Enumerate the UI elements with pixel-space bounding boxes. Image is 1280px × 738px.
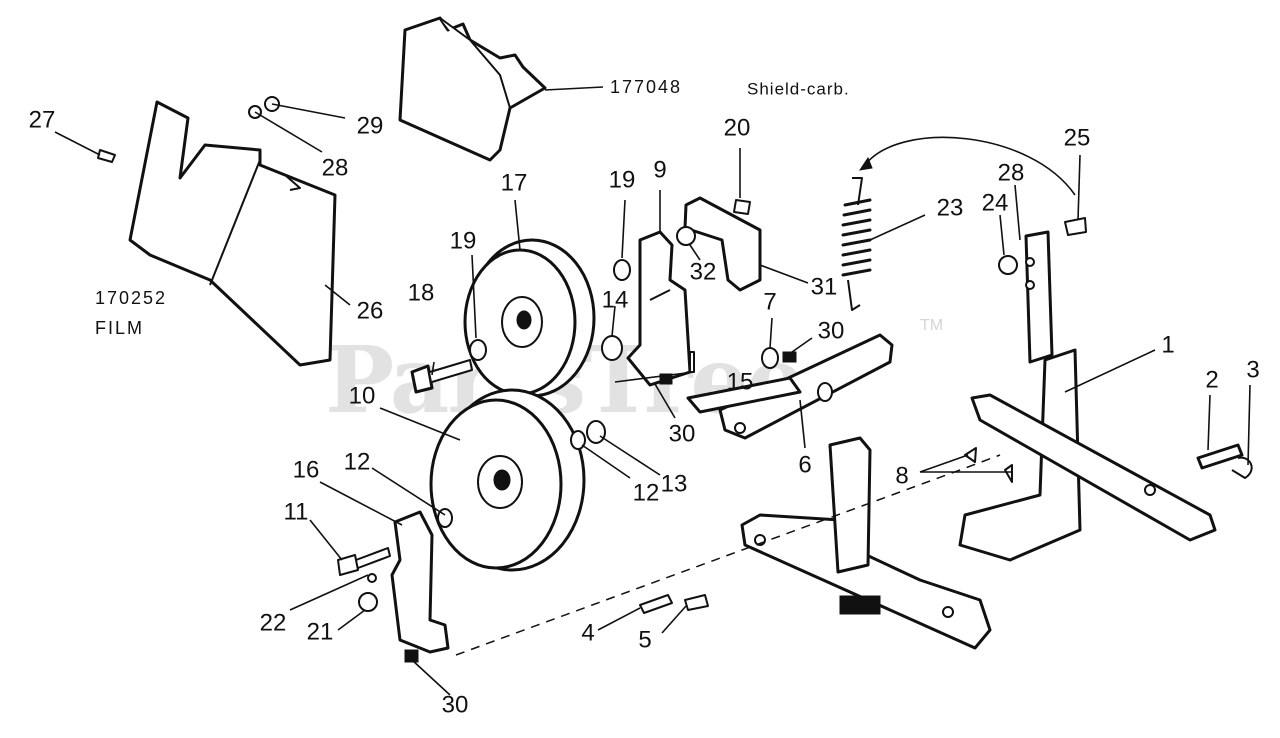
clip-25 bbox=[1064, 217, 1087, 236]
pin-2 bbox=[1196, 443, 1244, 470]
callout-20: 20 bbox=[724, 115, 751, 142]
callout-7: 7 bbox=[763, 289, 776, 316]
watermark-trademark: TM bbox=[920, 317, 943, 334]
callout-27: 27 bbox=[29, 107, 56, 134]
spring-arrow-head bbox=[858, 156, 873, 171]
film-cover-part bbox=[128, 100, 337, 367]
pin-15 bbox=[689, 351, 695, 373]
leader-lines bbox=[54, 86, 1251, 696]
callout-16: 16 bbox=[293, 457, 320, 484]
callout-5: 5 bbox=[638, 627, 651, 654]
clip-3 bbox=[1231, 456, 1253, 479]
callout-31: 31 bbox=[811, 274, 838, 301]
callout-2: 2 bbox=[1205, 367, 1218, 394]
clip-5 bbox=[684, 594, 709, 611]
callout-28-right: 28 bbox=[998, 160, 1025, 187]
clip-8a bbox=[964, 447, 977, 463]
assembly-line bbox=[455, 454, 1001, 656]
callout-22: 22 bbox=[260, 610, 287, 637]
film-name: FILM bbox=[95, 318, 144, 338]
callout-8: 8 bbox=[895, 463, 908, 490]
callout-25: 25 bbox=[1064, 125, 1091, 152]
callout-23: 23 bbox=[937, 195, 964, 222]
shield-carb-part bbox=[398, 16, 547, 162]
callout-10: 10 bbox=[349, 383, 376, 410]
callout-3: 3 bbox=[1246, 357, 1259, 384]
callout-13: 13 bbox=[661, 471, 688, 498]
callout-9: 9 bbox=[653, 157, 666, 184]
callout-12-right: 12 bbox=[633, 480, 660, 507]
spacer-19-left bbox=[469, 339, 487, 361]
frame-1 bbox=[740, 348, 1217, 650]
callout-30-upper: 30 bbox=[669, 421, 696, 448]
washer-7 bbox=[761, 347, 779, 369]
washer-12-right bbox=[570, 430, 586, 450]
bracket-16 bbox=[337, 510, 450, 663]
callout-6: 6 bbox=[798, 452, 811, 479]
nut-13 bbox=[586, 420, 606, 444]
clip-8b bbox=[1004, 464, 1013, 483]
pulley-10 bbox=[429, 388, 586, 572]
arm-1-plate bbox=[998, 217, 1087, 364]
spring-23 bbox=[841, 177, 872, 311]
shield-name: Shield-carb. bbox=[747, 80, 850, 99]
callout-19-left: 19 bbox=[450, 228, 477, 255]
callout-19-right: 19 bbox=[609, 167, 636, 194]
film-part-number: 170252 bbox=[95, 288, 167, 308]
callout-14: 14 bbox=[602, 287, 629, 314]
pin-4 bbox=[639, 594, 673, 614]
callout-18: 18 bbox=[408, 280, 435, 307]
spacer-14 bbox=[601, 335, 623, 361]
clip-20 bbox=[733, 199, 751, 215]
callout-21: 21 bbox=[307, 619, 334, 646]
shield-part-number: 177048 bbox=[610, 77, 682, 97]
clip-30-mid bbox=[782, 351, 797, 363]
nut-32 bbox=[676, 226, 696, 246]
callout-29: 29 bbox=[357, 113, 384, 140]
callout-30-mid: 30 bbox=[818, 318, 845, 345]
pulley-17 bbox=[463, 238, 596, 398]
callout-12-left: 12 bbox=[344, 449, 371, 476]
callout-4: 4 bbox=[581, 620, 594, 647]
bolt-18 bbox=[410, 359, 473, 394]
callout-28-left: 28 bbox=[322, 155, 349, 182]
bracket-9 bbox=[626, 230, 692, 387]
callout-26: 26 bbox=[357, 298, 384, 325]
callout-24: 24 bbox=[982, 190, 1009, 217]
callout-30-lower: 30 bbox=[442, 692, 469, 719]
bracket-31 bbox=[676, 196, 762, 292]
callout-11: 11 bbox=[284, 499, 309, 526]
lever-6 bbox=[686, 333, 894, 440]
callout-32: 32 bbox=[690, 259, 717, 286]
callout-1: 1 bbox=[1161, 332, 1174, 359]
screw-27 bbox=[97, 149, 116, 163]
nut-24 bbox=[998, 255, 1018, 275]
spring-arrow bbox=[864, 136, 1076, 196]
spacer-19-right bbox=[613, 259, 631, 281]
callout-15: 15 bbox=[727, 369, 754, 396]
callout-17: 17 bbox=[501, 170, 528, 197]
